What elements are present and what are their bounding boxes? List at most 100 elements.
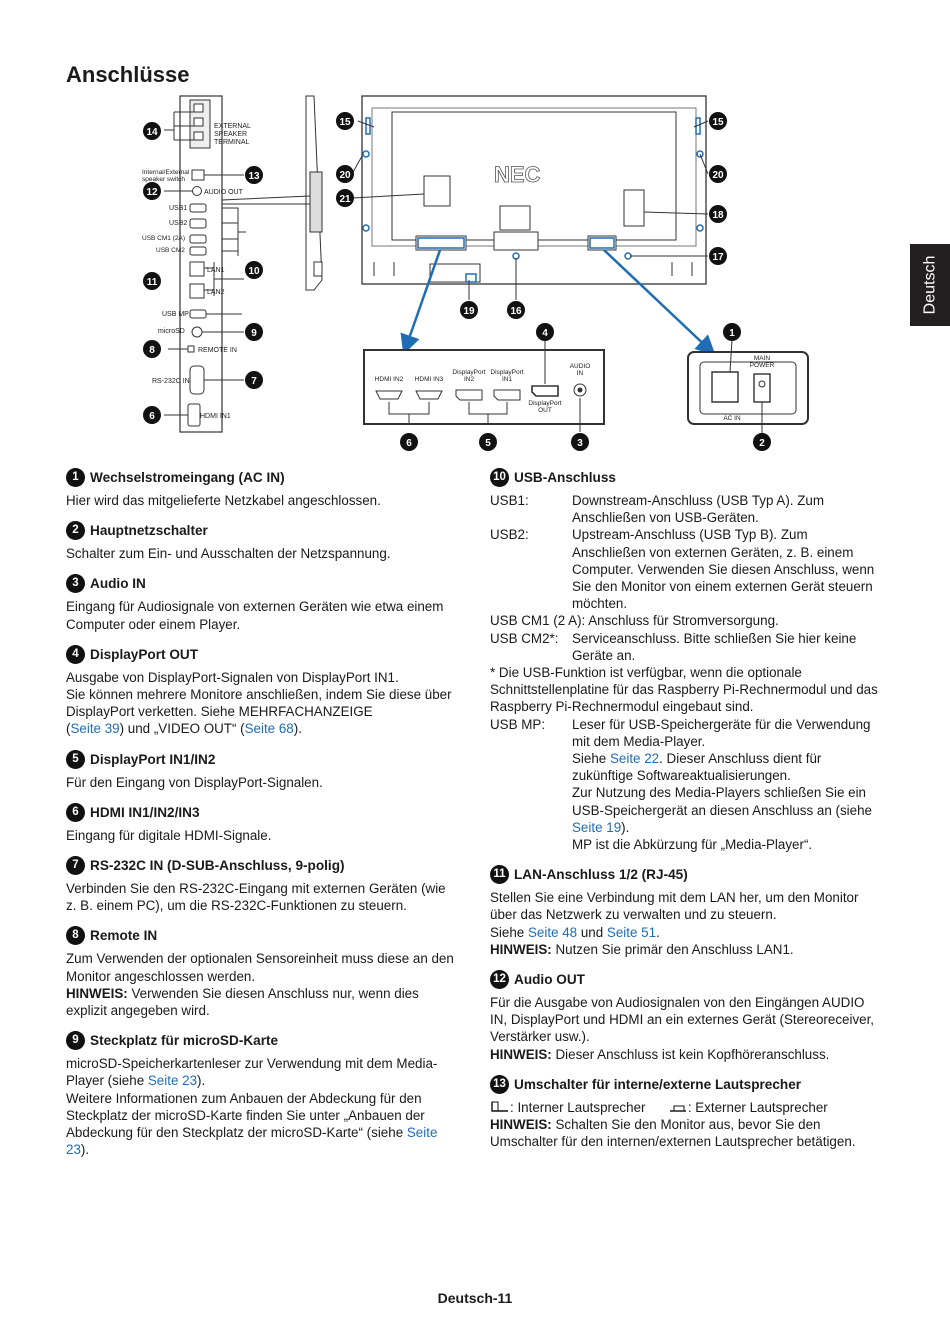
link-seite-51[interactable]: Seite 51: [606, 924, 657, 940]
paren: (: [66, 721, 71, 737]
page-footer: Deutsch-11: [437, 1290, 513, 1306]
section-text: USB CM1 (2 A): Anschluss für Stromversor…: [490, 613, 779, 629]
section-microsd: 9 Steckplatz für microSD-Karte microSD-Sp…: [66, 1031, 458, 1158]
svg-text:5: 5: [485, 438, 491, 449]
label-audio-out: AUDIO OUT: [204, 189, 244, 196]
note-text: Verwenden Sie diesen Anschluss nur, wenn…: [66, 985, 419, 1019]
monitor-side-view: [221, 95, 323, 291]
callout-1: 1: [723, 323, 741, 341]
language-tab: Deutsch: [910, 244, 950, 326]
label-microsd: microSD: [158, 328, 185, 335]
link-seite-23[interactable]: Seite 23: [147, 1073, 198, 1089]
section-title: Steckplatz für microSD-Karte: [90, 1033, 279, 1049]
svg-text:6: 6: [149, 411, 155, 422]
callout-20b: 20: [709, 165, 727, 183]
label-hdmi-in1: HDMI IN1: [200, 413, 231, 420]
link-seite-39[interactable]: Seite 39: [70, 721, 120, 737]
def-term: USB CM2*:: [490, 630, 559, 646]
item-number: 13: [490, 1074, 509, 1094]
section-title: Remote IN: [90, 928, 158, 944]
def-desc: Leser für USB-Speichergeräte für die Ver…: [572, 716, 871, 749]
section-text: Für den Eingang von DisplayPort-Signalen…: [66, 774, 323, 790]
svg-text:20: 20: [712, 170, 724, 181]
section-text: Hier wird das mitgelieferte Netzkabel an…: [66, 493, 381, 508]
def-desc: Serviceanschluss. Bitte schließen Sie hi…: [572, 630, 857, 663]
section-title: Hauptnetzschalter: [90, 523, 208, 539]
section-text: .: [656, 924, 660, 940]
svg-text:21: 21: [339, 194, 351, 205]
svg-text:9: 9: [251, 328, 257, 339]
switch-external-icon: [669, 1105, 686, 1112]
item-number: 1: [66, 468, 85, 487]
section-title: DisplayPort IN1/IN2: [90, 751, 216, 767]
side-terminal-panel: [164, 95, 246, 433]
monitor-rear-view: NEC: [361, 95, 707, 285]
section-text: Eingang für Audiosignale von externen Ge…: [66, 599, 444, 632]
section-title: Umschalter für interne/externe Lautsprec…: [514, 1076, 802, 1092]
svg-text:14: 14: [146, 127, 158, 138]
def-desc: ).: [621, 819, 630, 835]
callout-12: 12: [143, 182, 161, 200]
svg-text:15: 15: [712, 117, 724, 128]
link-seite-23[interactable]: Seite 23: [66, 1125, 438, 1158]
label-hdmi-in2: HDMI IN2: [375, 376, 404, 383]
switch-external-label: : Externer Lautsprecher: [687, 1099, 828, 1115]
note-label: HINWEIS:: [490, 1046, 552, 1062]
link-seite-48[interactable]: Seite 48: [527, 924, 578, 940]
callout-11: 11: [143, 272, 161, 290]
section-ac-in: 1 Wechselstromeingang (AC IN) Hier wird d…: [66, 468, 458, 509]
section-text: ).: [293, 721, 302, 737]
link-seite-68[interactable]: Seite 68: [244, 721, 294, 737]
item-number: 9: [66, 1031, 85, 1051]
svg-text:7: 7: [251, 376, 257, 387]
callout-6b: 6: [400, 433, 418, 451]
footnote: * Die USB-Funktion ist verfügbar, wenn d…: [490, 665, 878, 715]
svg-text:11: 11: [147, 277, 158, 288]
item-number: 12: [490, 970, 509, 990]
power-panel: [687, 339, 809, 434]
svg-text:13: 13: [248, 171, 260, 182]
page-title: Anschlüsse: [66, 62, 190, 87]
switch-internal-icon: [491, 1101, 508, 1112]
callout-17: 17: [709, 247, 727, 265]
note-label: HINWEIS:: [66, 985, 128, 1001]
callout-5: 5: [479, 433, 497, 451]
section-speaker-switch: 13 Umschalter für interne/externe Lautspr…: [490, 1074, 882, 1151]
link-seite-22[interactable]: Seite 22: [609, 751, 660, 767]
item-number: 3: [66, 574, 85, 594]
callout-8: 8: [143, 340, 161, 358]
callout-18: 18: [709, 205, 727, 223]
section-text: Sie können mehrere Monitore anschließen,…: [66, 687, 452, 720]
link-seite-19[interactable]: Seite 19: [572, 819, 622, 835]
svg-text:18: 18: [712, 210, 724, 221]
svg-text:12: 12: [146, 187, 158, 198]
bottom-connector-panel: [363, 340, 605, 432]
def-term: USB MP:: [490, 716, 546, 732]
section-title: Audio OUT: [514, 971, 585, 987]
section-text: microSD-Speicherkartenleser zur Verwendu…: [66, 1056, 438, 1089]
section-text: Eingang für digitale HDMI-Signale.: [66, 827, 272, 843]
label-usb2: USB2: [169, 220, 187, 227]
label-remote-in: REMOTE IN: [198, 347, 237, 354]
section-title: Wechselstromeingang (AC IN): [90, 469, 285, 485]
note-text: Schalten Sie den Monitor aus, bevor Sie …: [490, 1117, 856, 1150]
svg-text:1: 1: [729, 328, 735, 339]
item-number: 10: [490, 468, 509, 487]
item-number: 8: [66, 926, 85, 946]
svg-text:10: 10: [248, 266, 260, 277]
callout-15b: 15: [709, 112, 727, 130]
def-desc: Upstream-Anschluss (USB Typ B). Zum Ansc…: [572, 527, 875, 612]
item-number: 2: [66, 521, 85, 541]
section-text: Schalter zum Ein- und Ausschalten der Ne…: [66, 546, 391, 562]
switch-internal-label: : Interner Lautsprecher: [510, 1099, 646, 1115]
callout-20a: 20: [336, 165, 354, 183]
svg-text:3: 3: [577, 438, 583, 449]
